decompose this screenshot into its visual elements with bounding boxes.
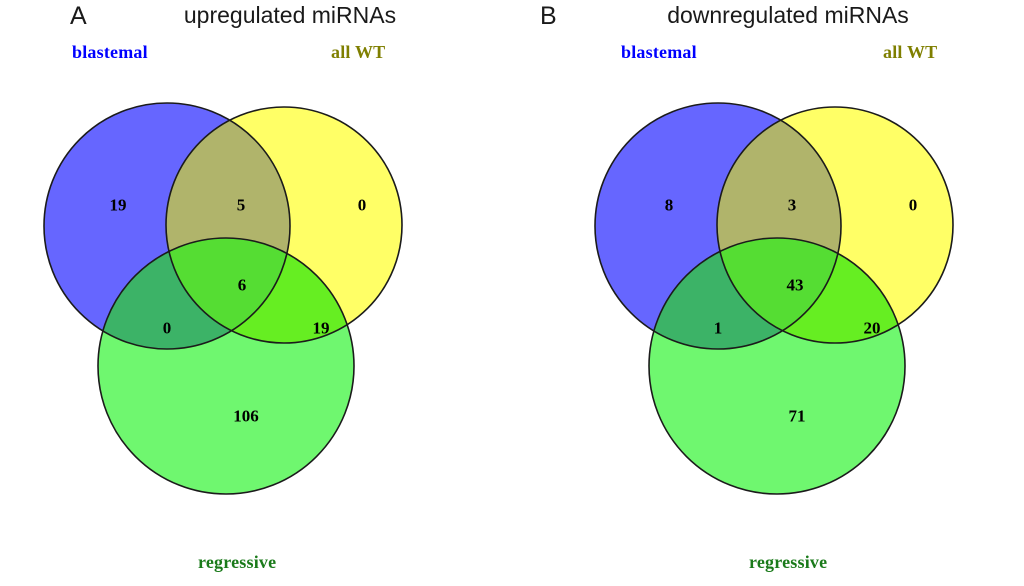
- panel-a-count-blastemal-all-wt: 5: [237, 196, 246, 215]
- panel-a-label-regressive: regressive: [198, 552, 277, 572]
- panel-b-count-blastemal-only: 8: [665, 196, 674, 215]
- panel-b-title: downregulated miRNAs: [667, 2, 909, 28]
- panel-b-label-regressive: regressive: [749, 552, 828, 572]
- panel-a-label-blastemal: blastemal: [72, 42, 148, 62]
- panel-b-label-blastemal: blastemal: [621, 42, 697, 62]
- panel-b-count-blastemal-all-wt: 3: [788, 196, 797, 215]
- panel-b-outline-regressive: [648, 237, 906, 495]
- panel-b-letter: B: [540, 2, 557, 30]
- panel-b-count-all-three: 43: [787, 276, 804, 295]
- panel-a-count-all-three: 6: [238, 276, 247, 295]
- panel-a-count-all-wt-regressive: 19: [313, 319, 330, 338]
- panel-b-label-all-wt: all WT: [883, 42, 938, 62]
- panel-a-count-blastemal-regressive: 0: [163, 319, 172, 338]
- panel-b-region-all-wt-regressive: [717, 238, 905, 343]
- panel-b-outline-blastemal: [594, 102, 842, 350]
- panel-a-count-all-wt-only: 0: [358, 196, 367, 215]
- panel-a-title: upregulated miRNAs: [183, 2, 397, 28]
- panel-b: B downregulated miRNAs blastemal all WT …: [512, 0, 1024, 586]
- panel-b-count-regressive-only: 71: [789, 407, 806, 426]
- panel-b-outline-all-wt: [716, 106, 954, 344]
- panel-a-venn: 19 5 0 6 0 19 106: [43, 102, 403, 495]
- panel-a-outline-regressive: [97, 237, 355, 495]
- panel-b-count-all-wt-regressive: 20: [864, 319, 881, 338]
- panel-a-count-blastemal-only: 19: [110, 196, 127, 215]
- panel-a-outline-all-wt: [165, 106, 403, 344]
- panel-b-venn: 8 3 0 43 1 20 71: [594, 102, 954, 495]
- panel-a-outline-blastemal: [43, 102, 291, 350]
- panel-b-count-all-wt-only: 0: [909, 196, 918, 215]
- panel-a: A upregulated miRNAs blastemal all WT re…: [43, 2, 403, 572]
- panel-a-label-all-wt: all WT: [331, 42, 386, 62]
- panel-b-region-blastemal-regressive: [649, 238, 841, 349]
- panel-a-count-regressive-only: 106: [233, 407, 259, 426]
- panel-a-letter: A: [70, 2, 87, 30]
- panel-a-region-all-wt-regressive: [166, 238, 354, 343]
- panel-b-count-blastemal-regressive: 1: [714, 319, 723, 338]
- panel-a-region-blastemal-regressive: [98, 238, 290, 349]
